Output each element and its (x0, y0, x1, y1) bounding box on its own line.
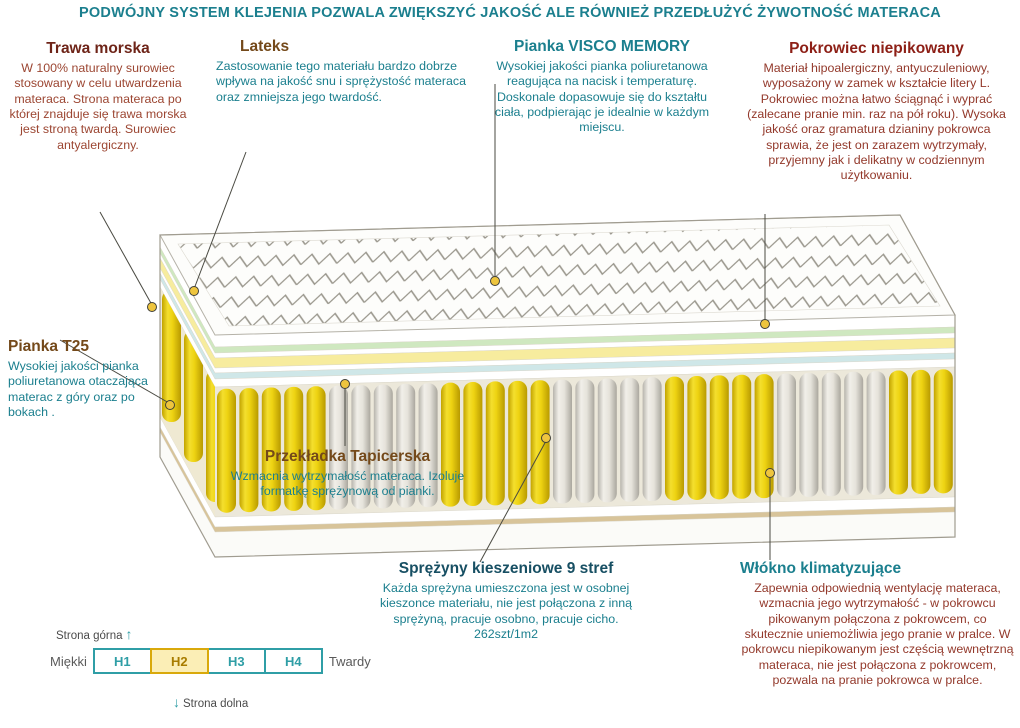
mattress-outline (159, 214, 956, 558)
firmness-level-h2: H2 (149, 648, 209, 674)
firmness-bar: Miękki H1 H2 H3 H4 Twardy (50, 648, 371, 674)
mattress-layer-bands (159, 234, 956, 558)
callout-dot-lateks (189, 286, 199, 296)
firmness-top-side: Strona górna↑ (56, 626, 136, 642)
mattress-top-face (159, 214, 956, 336)
callout-dot-wlokno (765, 468, 775, 478)
visco-title: Pianka VISCO MEMORY (514, 38, 690, 55)
bottom-side-label: Strona dolna (183, 698, 249, 710)
pianka-t25-title: Pianka T25 (8, 338, 89, 355)
annotation-wlokno-klimatyzujace: Włókno klimatyzujące Zapewnia odpowiedni… (740, 560, 1015, 688)
pokrowiec-title: Pokrowiec niepikowany (789, 40, 964, 57)
callout-dot-sprezyny (541, 433, 551, 443)
hard-label: Twardy (328, 653, 371, 669)
annotation-pianka-visco-memory: Pianka VISCO MEMORY Wysokiej jakości pia… (489, 38, 715, 136)
callout-dot-przekladka (340, 379, 350, 389)
annotation-trawa-morska: Trawa morska W 100% naturalny surowiec s… (8, 40, 188, 153)
annotation-przekladka-tapicerska: Przekładka Tapicerska Wzmacnia wytrzymał… (220, 448, 475, 500)
sprezyny-body: Każda sprężyna umieszczona jest w osobne… (379, 580, 633, 641)
firmness-level-h3: H3 (206, 648, 266, 674)
down-arrow-icon: ↓ (173, 694, 180, 710)
annotation-lateks: Lateks Zastosowanie tego materiału bardz… (216, 38, 472, 105)
trawa-morska-body: W 100% naturalny surowiec stosowany w ce… (9, 60, 187, 152)
annotation-pokrowiec-niepikowany: Pokrowiec niepikowany Materiał hipoalerg… (738, 40, 1015, 184)
firmness-scale: Strona górna↑ Miękki H1 H2 H3 H4 Twardy … (50, 618, 371, 728)
pokrowiec-body: Materiał hipoalergiczny, antyuczuleniowy… (747, 60, 1006, 183)
przekladka-title: Przekładka Tapicerska (264, 448, 431, 465)
firmness-bottom-side: ↓Strona dolna (170, 694, 248, 710)
sprezyny-title: Sprężyny kieszeniowe 9 stref (398, 560, 614, 577)
pianka-t25-body: Wysokiej jakości pianka poliuretanowa ot… (8, 358, 148, 419)
callout-dot-trawa-morska (147, 302, 157, 312)
callout-dot-visco (490, 276, 500, 286)
annotation-sprezyny-kieszeniowe: Sprężyny kieszeniowe 9 stref Każda spręż… (370, 560, 642, 642)
lateks-body: Zastosowanie tego materiału bardzo dobrz… (216, 58, 466, 104)
firmness-level-h1: H1 (92, 648, 152, 674)
firmness-cells: H1 H2 H3 H4 (92, 648, 323, 674)
trawa-morska-title: Trawa morska (46, 40, 150, 57)
up-arrow-icon: ↑ (125, 626, 133, 642)
wlokno-title: Włókno klimatyzujące (740, 560, 902, 577)
annotation-pianka-t25: Pianka T25 Wysokiej jakości pianka poliu… (8, 338, 163, 420)
przekladka-body: Wzmacnia wytrzymałość materaca. Izoluje … (230, 468, 465, 499)
callout-dot-pokrowiec (760, 319, 770, 329)
lateks-title: Lateks (240, 38, 290, 55)
mattress-zigzag-surface (177, 224, 941, 327)
wlokno-body: Zapewnia odpowiednią wentylację materaca… (741, 580, 1014, 688)
pocket-springs-end-cap (160, 287, 215, 517)
soft-label: Miękki (50, 653, 87, 669)
header-banner: PODWÓJNY SYSTEM KLEJENIA POZWALA ZWIĘKSZ… (79, 5, 941, 21)
callout-dot-pianka-t25 (165, 400, 175, 410)
visco-body: Wysokiej jakości pianka poliuretanowa re… (494, 58, 710, 135)
top-side-label: Strona górna (56, 630, 123, 642)
firmness-level-h4: H4 (263, 648, 323, 674)
